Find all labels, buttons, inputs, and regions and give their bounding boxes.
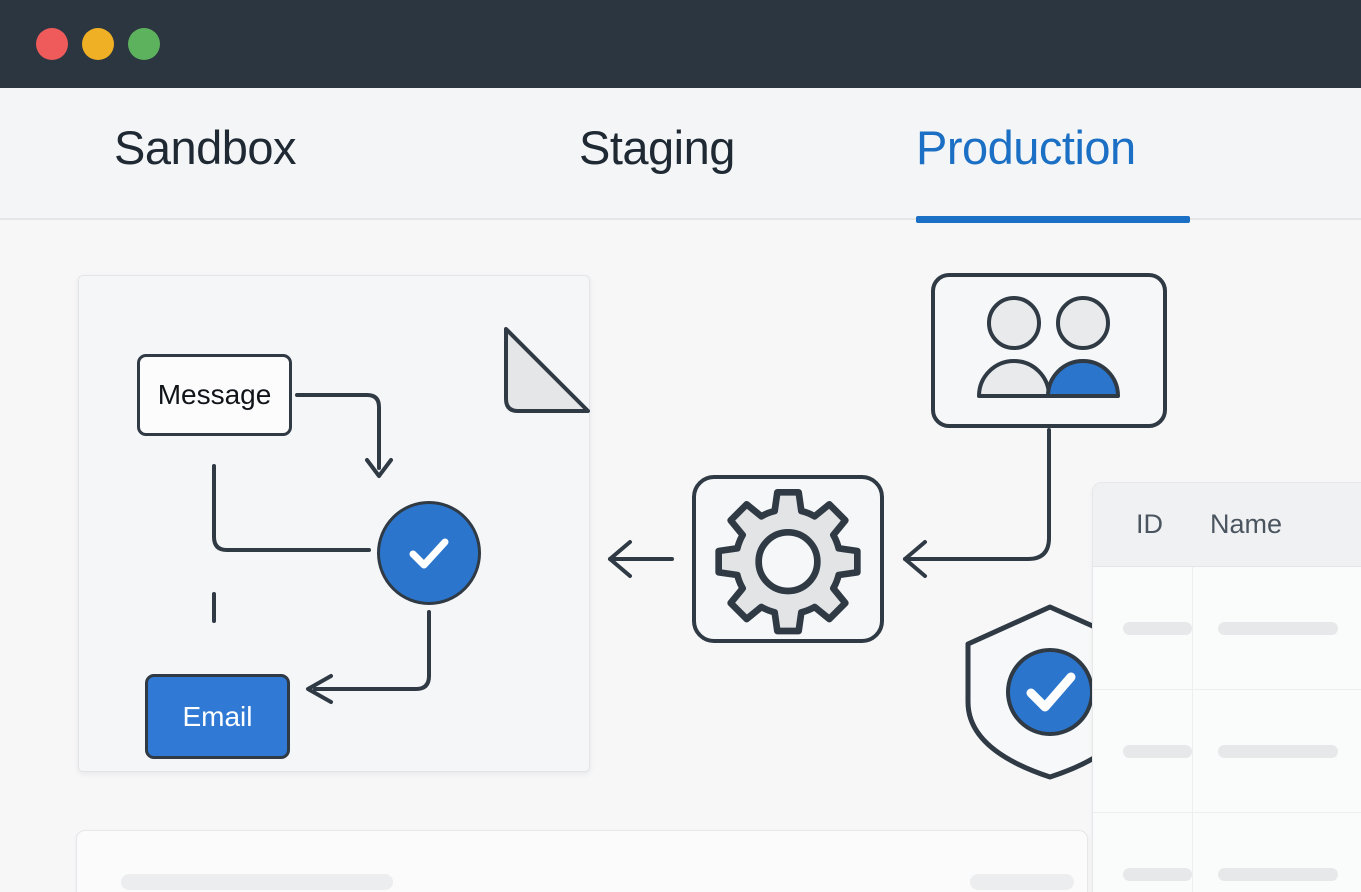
table-cell-name — [1193, 813, 1361, 892]
maximize-window-button[interactable] — [128, 28, 160, 60]
skeleton-placeholder — [970, 874, 1074, 890]
table-row[interactable] — [1093, 690, 1361, 813]
skeleton-placeholder — [1123, 744, 1192, 758]
shield-check-icon — [965, 604, 1136, 780]
flow-node-message-label: Message — [157, 379, 272, 410]
environment-tabbar: Sandbox Staging Production — [0, 88, 1361, 223]
table-header-row: ID Name — [1093, 483, 1361, 567]
active-tab-indicator — [916, 216, 1190, 223]
skeleton-placeholder — [1218, 621, 1338, 635]
window-titlebar — [0, 0, 1361, 88]
users-group-card[interactable] — [931, 273, 1167, 428]
records-table[interactable]: ID Name — [1092, 482, 1361, 892]
check-icon — [409, 538, 449, 569]
table-row[interactable] — [1093, 813, 1361, 892]
document-card[interactable]: Message Email — [78, 275, 590, 772]
skeleton-placeholder — [1218, 867, 1338, 881]
flow-node-message[interactable]: Message — [137, 354, 292, 436]
tab-production[interactable]: Production — [916, 121, 1136, 174]
page-fold-corner-icon — [504, 327, 590, 413]
table-cell-name — [1193, 690, 1361, 812]
bottom-summary-card[interactable] — [76, 830, 1088, 892]
table-column-header-name[interactable]: Name — [1210, 509, 1283, 539]
tab-sandbox[interactable]: Sandbox — [114, 121, 297, 174]
table-cell-id — [1093, 690, 1193, 812]
table-cell-id — [1093, 567, 1193, 689]
minimize-window-button[interactable] — [82, 28, 114, 60]
table-cell-id — [1093, 813, 1193, 892]
table-cell-name — [1193, 567, 1361, 689]
tab-staging[interactable]: Staging — [579, 121, 735, 174]
flow-node-approved[interactable] — [377, 501, 481, 605]
skeleton-placeholder — [1218, 744, 1338, 758]
table-column-header-id[interactable]: ID — [1136, 509, 1163, 539]
gear-icon — [715, 489, 861, 635]
flow-node-email[interactable]: Email — [145, 674, 290, 759]
close-window-button[interactable] — [36, 28, 68, 60]
users-group-icon — [977, 296, 1120, 398]
flow-node-email-label: Email — [182, 700, 253, 732]
skeleton-placeholder — [1123, 621, 1192, 635]
skeleton-placeholder — [121, 874, 393, 890]
skeleton-placeholder — [1123, 867, 1192, 881]
settings-gear-card[interactable] — [692, 475, 884, 643]
traffic-light-controls — [36, 28, 160, 60]
security-shield-badge[interactable] — [963, 602, 1138, 782]
table-row[interactable] — [1093, 567, 1361, 690]
workflow-canvas: Message Email — [0, 220, 1361, 892]
